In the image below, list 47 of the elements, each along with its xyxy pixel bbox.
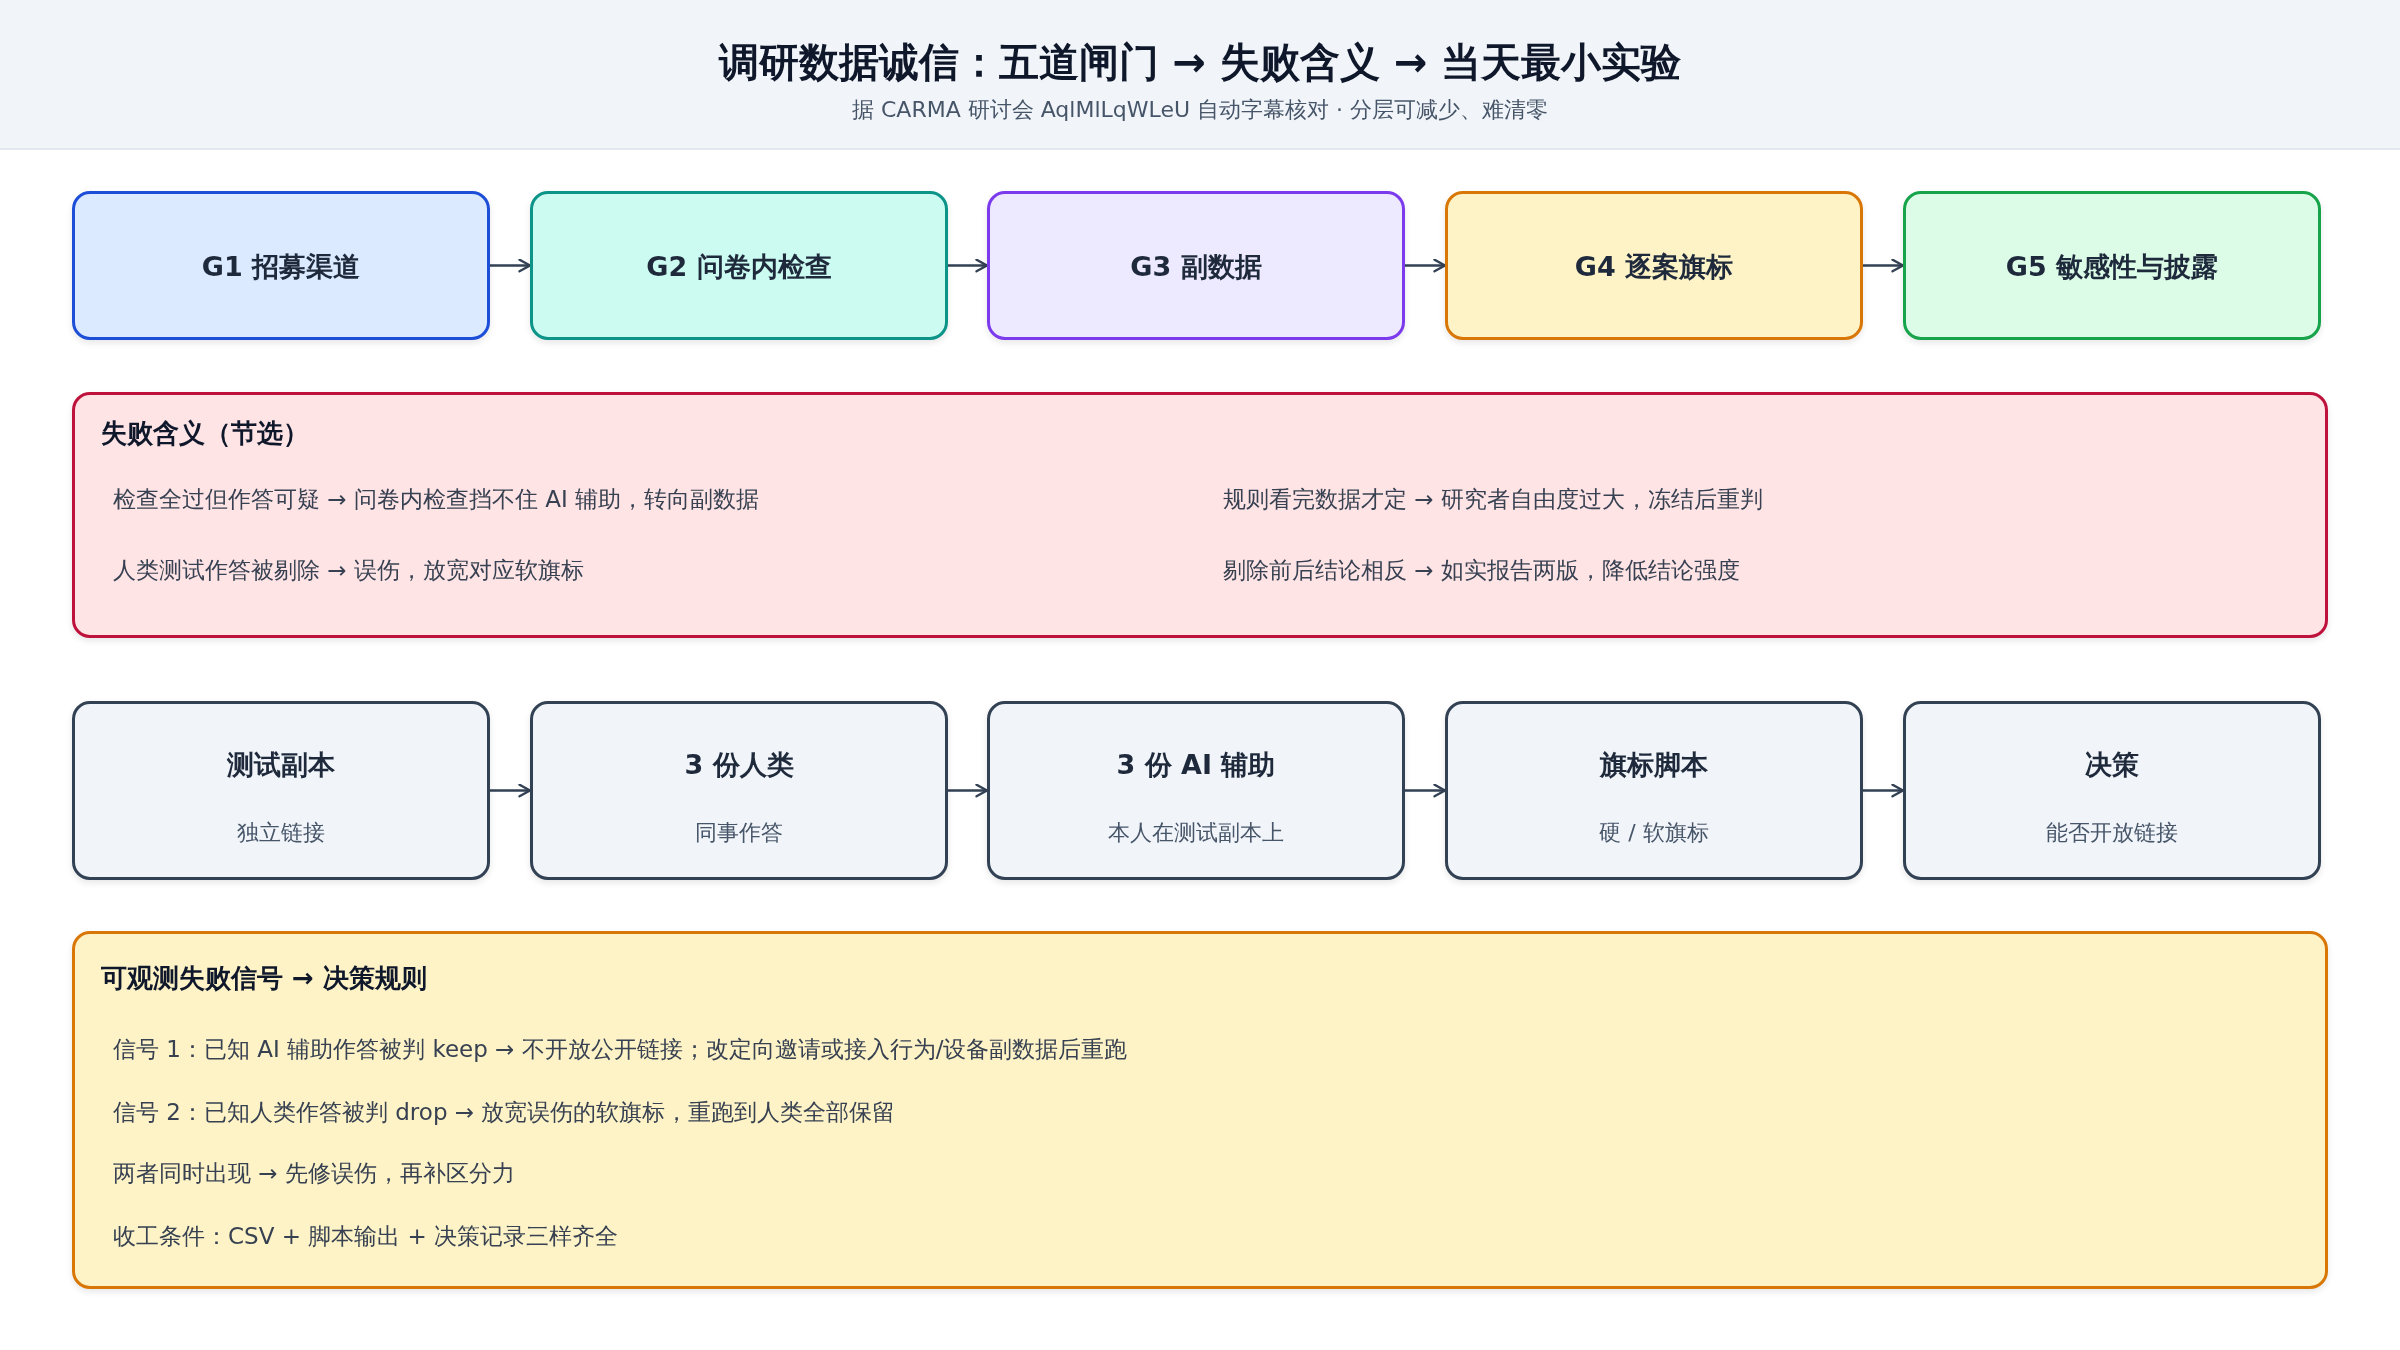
- subtitle: 据 CARMA 研讨会 AqlMlLqWLeU 自动字幕核对 · 分层可减少、难清零: [851, 96, 1549, 124]
- panel-item: 两者同时出现 → 先修误伤，再补区分力: [113, 1159, 515, 1188]
- panel-item: 剔除前后结论相反 → 如实报告两版，降低结论强度: [1223, 556, 1740, 585]
- panel-item: 规则看完数据才定 → 研究者自由度过大，冻结后重判: [1223, 485, 1763, 514]
- panel-item: 收工条件：CSV + 脚本输出 + 决策记录三样齐全: [113, 1222, 619, 1251]
- arrow: [1861, 783, 1905, 798]
- gate-title: G1 招募渠道: [200, 249, 362, 284]
- step-title: 3 份 AI 辅助: [1115, 748, 1277, 782]
- gate-box: [530, 191, 948, 340]
- arrow: [1861, 258, 1905, 273]
- panel-heading: 失败含义（节选）: [101, 417, 309, 450]
- panel-heading: 可观测失败信号 → 决策规则: [101, 962, 427, 995]
- gate-title: G3 副数据: [1129, 249, 1263, 284]
- step-title: 决策: [2084, 748, 2140, 782]
- arrow: [1403, 783, 1447, 798]
- arrow: [488, 783, 532, 798]
- step-box: [987, 701, 1405, 880]
- arrow: [946, 258, 989, 273]
- arrow: [946, 783, 989, 798]
- panel-item: 信号 2：已知人类作答被判 drop → 放宽误伤的软旗标，重跑到人类全部保留: [113, 1098, 896, 1127]
- step-subtitle: 独立链接: [236, 819, 326, 847]
- note-panel: [72, 392, 2328, 638]
- gate-title: G2 问卷内检查: [645, 249, 833, 284]
- step-box: [530, 701, 948, 880]
- gate-box: [987, 191, 1405, 340]
- step-title: 测试副本: [226, 748, 336, 782]
- step-subtitle: 硬 / 软旗标: [1598, 819, 1710, 847]
- step-subtitle: 能否开放链接: [2045, 819, 2179, 847]
- panel-item: 人类测试作答被剔除 → 误伤，放宽对应软旗标: [113, 556, 584, 585]
- step-title: 旗标脚本: [1598, 748, 1709, 782]
- gate-box: [1445, 191, 1863, 340]
- diagram-title: 调研数据诚信：五道闸门 → 失败含义 → 当天最小实验: [717, 38, 1683, 86]
- panel-item: 检查全过但作答可疑 → 问卷内检查挡不住 AI 辅助，转向副数据: [113, 485, 760, 514]
- panel-item: 信号 1：已知 AI 辅助作答被判 keep → 不开放公开链接；改定向邀请或接入行为/设备副数据后重跑: [113, 1035, 1128, 1064]
- gate-box: [1903, 191, 2321, 340]
- step-box: [1445, 701, 1863, 880]
- step-subtitle: 本人在测试副本上: [1107, 819, 1285, 847]
- arrow: [488, 258, 532, 273]
- gate-title: G4 逐案旗标: [1573, 249, 1735, 284]
- note-panel: [72, 931, 2328, 1289]
- arrow: [1403, 258, 1447, 273]
- gate-title: G5 敏感性与披露: [2004, 249, 2220, 284]
- step-box: [72, 701, 490, 880]
- step-box: [1903, 701, 2321, 880]
- step-subtitle: 同事作答: [694, 819, 784, 847]
- step-title: 3 份人类: [683, 748, 795, 782]
- gate-box: [72, 191, 490, 340]
